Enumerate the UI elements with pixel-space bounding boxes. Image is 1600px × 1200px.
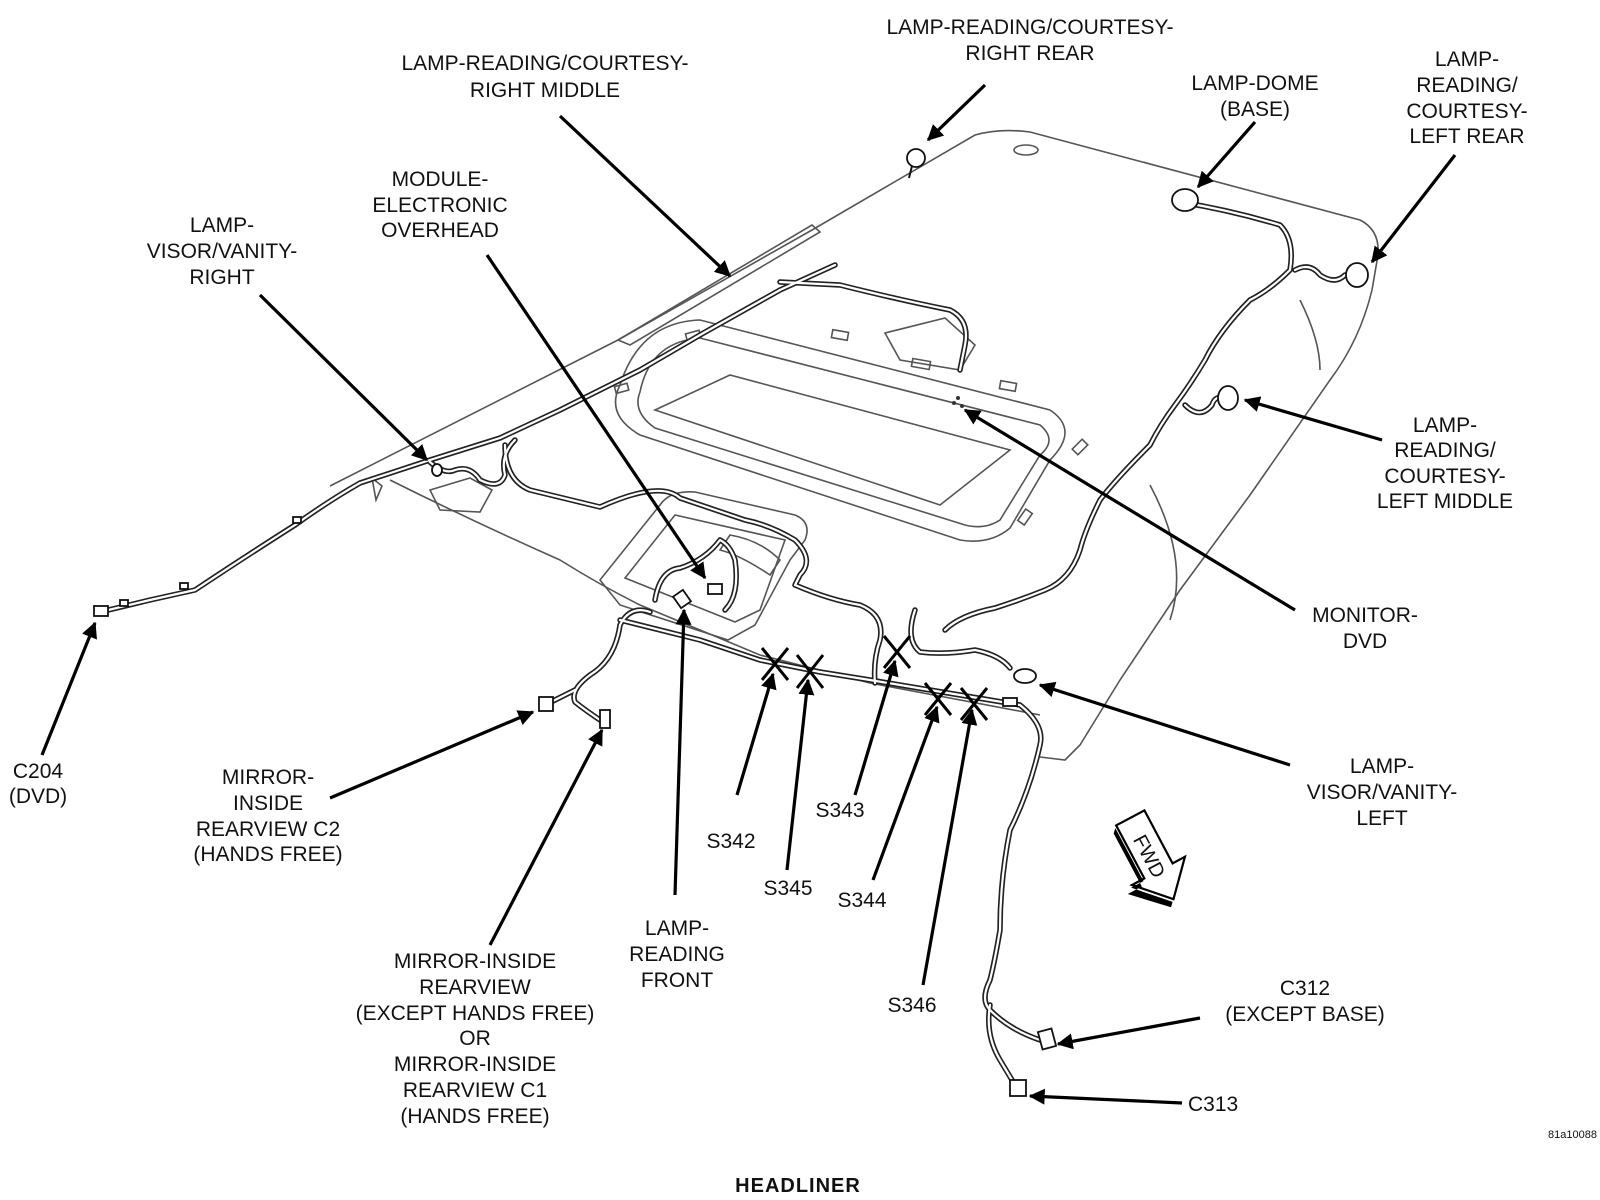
label-s345: S345 [763, 877, 812, 900]
label-lamp-dome-base: LAMP-DOME(BASE) [1191, 72, 1318, 121]
figure-id: 81a10088 [1548, 1129, 1597, 1141]
c204-connector-icon [93, 605, 109, 617]
lamp-left-rear-icon [1345, 262, 1369, 288]
lamp-dome-icon [1171, 188, 1199, 212]
label-c204-dvd: C204(DVD) [9, 760, 67, 808]
callout-labels: LAMP-READING/COURTESY-RIGHT REAR LAMP-RE… [9, 16, 1528, 1128]
label-lamp-reading-courtesy-right-middle: LAMP-READING/COURTESY-RIGHT MIDDLE [401, 52, 688, 102]
overhead-console-mount [598, 490, 808, 641]
splice-s343-mark [882, 635, 912, 669]
label-s343: S343 [815, 799, 864, 822]
components [93, 148, 1369, 1097]
lamp-right-rear-icon [906, 148, 926, 179]
mirror-c2-connector-icon [538, 696, 554, 712]
label-lamp-visor-vanity-right: LAMP-VISOR/VANITY-RIGHT [147, 214, 298, 289]
label-lamp-reading-courtesy-right-rear: LAMP-READING/COURTESY-RIGHT REAR [886, 16, 1173, 65]
label-lamp-reading-courtesy-left-rear: LAMP-READING/COURTESY-LEFT REAR [1406, 48, 1527, 148]
headliner-panel [329, 129, 1379, 761]
label-lamp-visor-vanity-left: LAMP-VISOR/VANITY-LEFT [1307, 755, 1458, 830]
figure-title: HEADLINER [735, 1175, 861, 1197]
label-monitor-dvd: MONITOR-DVD [1312, 604, 1418, 653]
label-c312-except-base: C312(EXCEPT BASE) [1225, 977, 1385, 1026]
c313-connector-icon [1009, 1079, 1027, 1097]
lamp-visor-right-icon [431, 463, 443, 477]
label-s344: S344 [837, 889, 886, 912]
label-s342: S342 [706, 830, 755, 853]
lamp-left-middle-icon [1217, 385, 1239, 411]
splice-s344-mark [923, 682, 953, 716]
mirror-c1-connector-icon [599, 709, 611, 729]
label-lamp-reading-courtesy-left-middle: LAMP-READING/COURTESY-LEFT MIDDLE [1377, 414, 1513, 513]
lamp-visor-left-icon [1013, 668, 1037, 684]
fwd-direction-arrow: FWD [1113, 808, 1187, 908]
c312-connector-icon [1036, 1027, 1058, 1051]
overhead-module-connector-icon [671, 583, 723, 610]
leader-lines [40, 83, 1457, 1105]
label-s346: S346 [887, 994, 936, 1017]
label-c313: C313 [1188, 1093, 1238, 1116]
